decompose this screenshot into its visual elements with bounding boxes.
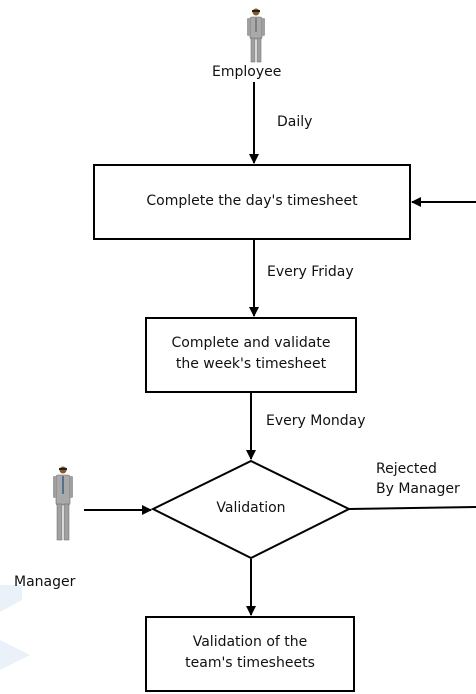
team-timesheets-box xyxy=(145,616,355,692)
rejected-line xyxy=(348,506,476,510)
team-timesheets-text-line2: team's timesheets xyxy=(185,655,315,671)
team-timesheets-text-line1: Validation of the xyxy=(192,634,308,650)
manager-figure-icon xyxy=(53,466,73,541)
employee-label: Employee xyxy=(212,64,282,80)
rejected-label-line2: By Manager xyxy=(376,481,460,497)
validation-diamond xyxy=(150,459,352,560)
week-timesheet-text-line2: the week's timesheet xyxy=(175,356,327,372)
day-timesheet-box xyxy=(93,164,411,240)
watermark-shape xyxy=(0,585,30,670)
every-friday-label: Every Friday xyxy=(267,264,354,280)
week-timesheet-text-line1: Complete and validate xyxy=(171,335,331,351)
every-monday-label: Every Monday xyxy=(266,413,366,429)
validation-text: Validation xyxy=(216,500,286,516)
rejected-label-line1: Rejected xyxy=(376,461,437,477)
manager-label: Manager xyxy=(14,574,76,590)
daily-label: Daily xyxy=(277,114,313,130)
employee-figure-icon xyxy=(247,8,265,63)
day-timesheet-text: Complete the day's timesheet xyxy=(146,193,358,209)
week-timesheet-box xyxy=(145,317,357,393)
